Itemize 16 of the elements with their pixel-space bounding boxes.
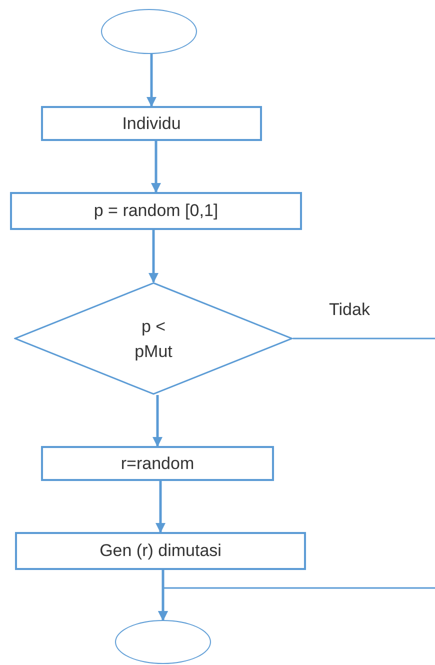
process-text: Individu xyxy=(122,112,181,135)
process-text: p = random [0,1] xyxy=(94,200,218,222)
process-text: Gen (r) dimutasi xyxy=(100,540,222,562)
process-box xyxy=(15,532,306,570)
process-box xyxy=(10,192,302,230)
arrow xyxy=(151,141,161,193)
arrow xyxy=(148,230,158,283)
decision-text: p < pMut xyxy=(134,316,174,362)
arrow xyxy=(146,54,156,107)
process-box xyxy=(41,106,262,141)
process-box xyxy=(41,446,274,481)
arrow xyxy=(152,395,162,447)
process-text: r=random xyxy=(120,452,194,475)
decision-diamond xyxy=(14,282,293,395)
arrow xyxy=(158,338,435,621)
arrow xyxy=(156,481,166,533)
